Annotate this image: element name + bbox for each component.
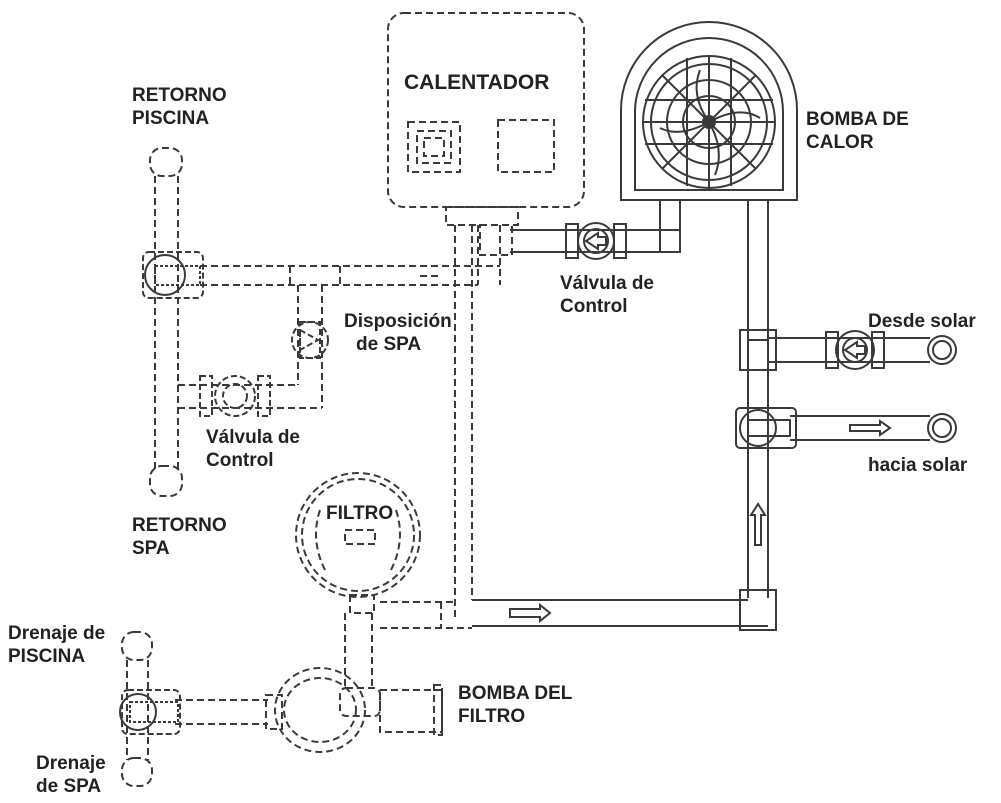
- filter-pump-unit: [121, 631, 443, 787]
- heater-unit: [387, 12, 585, 226]
- label-drenaje-spa-line2: de SPA: [36, 776, 102, 797]
- label-valvula-control-top: Válvula de Control: [560, 272, 654, 318]
- label-filtro: FILTRO: [326, 503, 394, 524]
- label-drenaje-piscina-line2: PISCINA: [8, 646, 86, 667]
- label-calentador: CALENTADOR: [404, 71, 550, 94]
- label-drenaje-piscina-line1: Drenaje de: [8, 623, 106, 644]
- label-drenaje-piscina: Drenaje de PISCINA: [8, 622, 105, 668]
- check-valve-left: [199, 375, 271, 417]
- label-disposicion-spa: Disposición de SPA: [344, 310, 452, 356]
- label-retorno-piscina-line1: RETORNO: [132, 85, 227, 106]
- three-way-valve-solar: [735, 407, 797, 449]
- three-way-valve-left: [142, 251, 204, 299]
- spa-disposition-valve: [291, 321, 329, 359]
- label-bomba-de-calor-line2: CALOR: [806, 132, 874, 153]
- check-valve-top: [565, 222, 627, 260]
- label-bomba-del-filtro-line2: FILTRO: [458, 706, 526, 727]
- label-valvula-control-left-line2: Control: [206, 450, 274, 471]
- label-drenaje-spa: Drenaje de SPA: [36, 752, 106, 798]
- label-bomba-del-filtro: BOMBA DEL FILTRO: [458, 682, 572, 728]
- label-retorno-spa-line1: RETORNO: [132, 515, 227, 536]
- filter-unit: [295, 472, 421, 717]
- label-valvula-control-top-line2: Control: [560, 296, 628, 317]
- label-drenaje-spa-line1: Drenaje: [36, 753, 106, 774]
- label-valvula-control-top-line1: Válvula de: [560, 273, 654, 294]
- label-desde-solar: Desde solar: [868, 311, 976, 332]
- label-retorno-piscina-line2: PISCINA: [132, 108, 210, 129]
- three-way-valve-drain: [119, 689, 181, 735]
- label-bomba-de-calor-line1: BOMBA DE: [806, 109, 909, 130]
- pipe-heater-to-heatpump: [510, 229, 681, 253]
- label-bomba-del-filtro-line1: BOMBA DEL: [458, 683, 573, 704]
- label-valvula-control-left: Válvula de Control: [206, 426, 300, 472]
- label-disposicion-spa-line1: Disposición: [344, 311, 452, 332]
- label-hacia-solar: hacia solar: [868, 455, 968, 476]
- label-valvula-control-left-line1: Válvula de: [206, 427, 300, 448]
- heat-pump-unit: [620, 21, 798, 341]
- label-disposicion-spa-line2: de SPA: [356, 334, 422, 355]
- pipe-network-right: [472, 329, 957, 631]
- label-retorno-spa: RETORNO SPA: [132, 514, 227, 560]
- check-valve-solar: [825, 330, 885, 370]
- label-retorno-piscina: RETORNO PISCINA: [132, 84, 227, 130]
- label-retorno-spa-line2: SPA: [132, 538, 170, 559]
- label-bomba-de-calor: BOMBA DE CALOR: [806, 108, 909, 154]
